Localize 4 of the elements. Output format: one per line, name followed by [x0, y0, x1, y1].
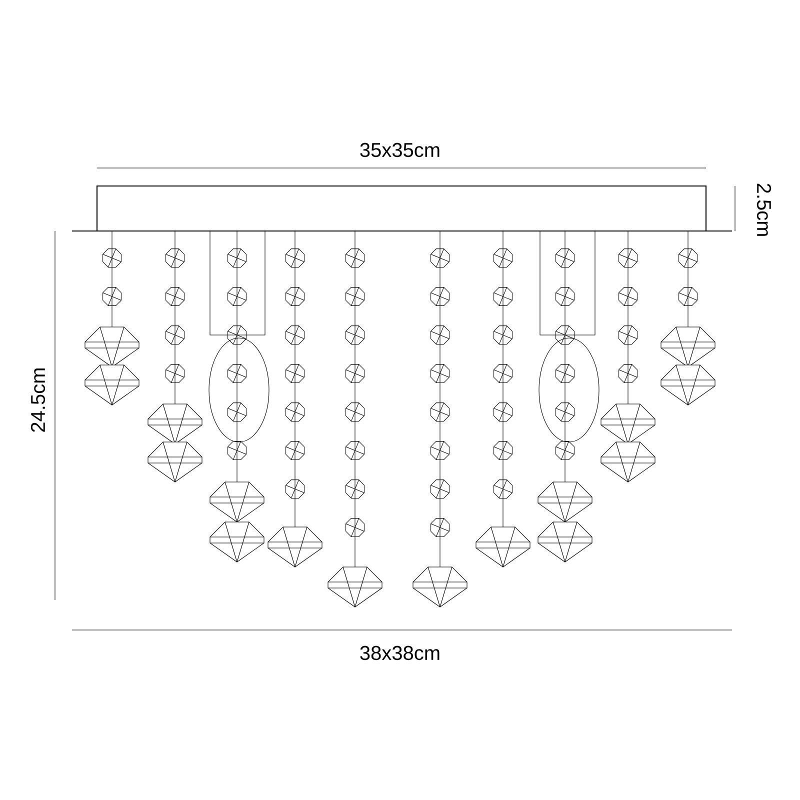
dimension-label: 38x38cm	[360, 646, 440, 660]
dimension-label: 35x35cm	[360, 142, 440, 158]
dimension-label: 2.5cm	[756, 184, 772, 236]
dimension-label: 24.5cm	[30, 368, 46, 432]
